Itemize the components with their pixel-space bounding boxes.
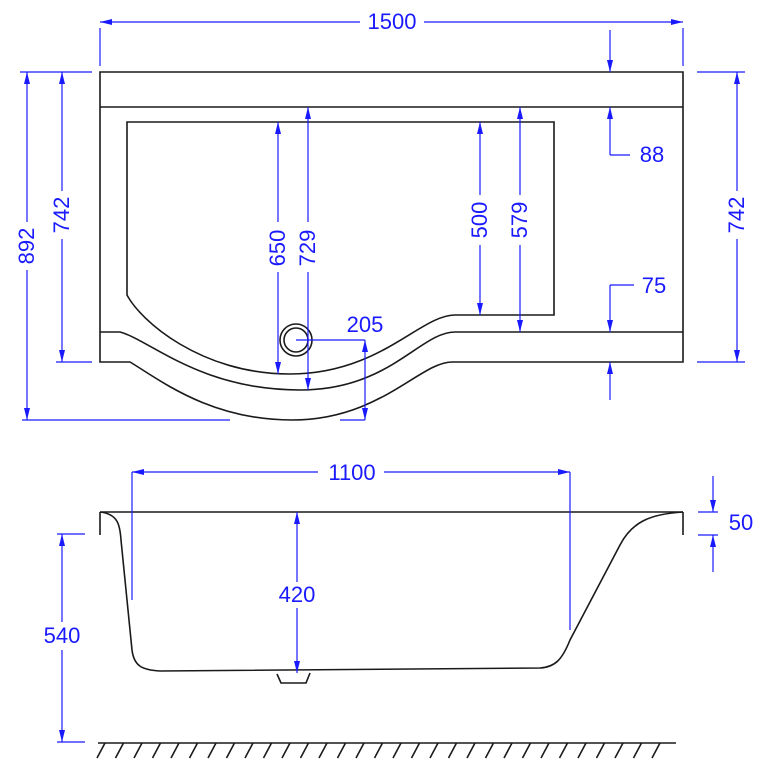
hatch-mark bbox=[244, 742, 254, 759]
svg-text:729: 729 bbox=[295, 230, 320, 267]
dim-inner-depth-curve: 729 bbox=[295, 107, 320, 390]
hatch-mark bbox=[373, 742, 384, 759]
svg-text:579: 579 bbox=[507, 202, 532, 239]
hatch-mark bbox=[151, 742, 162, 759]
hatch-mark bbox=[410, 742, 421, 759]
hatch-mark bbox=[114, 742, 125, 759]
hatch-mark bbox=[484, 742, 495, 759]
svg-text:742: 742 bbox=[724, 197, 749, 234]
dim-depth-left: 742 bbox=[49, 72, 92, 363]
dim-rim-front: 75 bbox=[607, 273, 666, 400]
hatch-mark bbox=[262, 742, 273, 759]
side-view-outline bbox=[99, 511, 684, 684]
svg-text:540: 540 bbox=[44, 623, 81, 648]
hatch-mark bbox=[96, 742, 106, 759]
dim-label: 1500 bbox=[368, 9, 417, 34]
svg-text:1100: 1100 bbox=[328, 460, 375, 485]
hatch-mark bbox=[225, 742, 236, 759]
dim-inner-height: 420 bbox=[270, 512, 324, 673]
svg-text:420: 420 bbox=[279, 582, 316, 607]
dim-inner-depth-straight: 579 bbox=[507, 107, 532, 332]
svg-text:88: 88 bbox=[640, 142, 664, 167]
dim-overall-width: 1500 bbox=[99, 9, 684, 66]
dim-depth-right: 742 bbox=[697, 71, 749, 363]
hatch-mark bbox=[281, 742, 291, 759]
hatch-mark bbox=[521, 742, 532, 759]
dim-rim-thickness: 50 bbox=[698, 476, 753, 572]
dim-basin-depth-straight: 500 bbox=[467, 122, 492, 315]
hatch-mark bbox=[318, 742, 328, 759]
hatch-mark bbox=[299, 742, 310, 759]
dim-total-height: 540 bbox=[36, 533, 90, 743]
hatch-mark bbox=[595, 742, 606, 759]
svg-text:892: 892 bbox=[14, 228, 39, 265]
hatch-mark bbox=[540, 742, 550, 759]
dim-basin-depth-curve: 650 bbox=[265, 122, 290, 374]
svg-text:75: 75 bbox=[642, 273, 666, 298]
svg-text:205: 205 bbox=[347, 312, 384, 337]
hatch-mark bbox=[447, 742, 458, 759]
dim-rim-top: 88 bbox=[607, 30, 664, 167]
hatch-mark bbox=[392, 742, 402, 759]
dim-bottom-length: 1100 bbox=[131, 460, 571, 630]
dim-drain-offset: 205 bbox=[296, 312, 383, 420]
hatch-mark bbox=[133, 742, 143, 759]
hatch-mark bbox=[170, 742, 180, 759]
hatch-mark bbox=[188, 742, 199, 759]
hatch-mark bbox=[614, 742, 624, 759]
hatch-mark bbox=[336, 742, 347, 759]
hatch-mark bbox=[577, 742, 587, 759]
svg-text:742: 742 bbox=[49, 197, 74, 234]
ground-hatch bbox=[96, 742, 676, 759]
svg-text:50: 50 bbox=[729, 510, 753, 535]
svg-text:500: 500 bbox=[467, 202, 492, 239]
hatch-mark bbox=[651, 742, 661, 759]
dim-overall-depth: 892 bbox=[14, 71, 365, 421]
svg-text:650: 650 bbox=[265, 230, 290, 267]
hatch-mark bbox=[429, 742, 439, 759]
hatch-mark bbox=[207, 742, 217, 759]
top-view-outline bbox=[99, 71, 684, 421]
hatch-mark bbox=[503, 742, 513, 759]
hatch-mark bbox=[466, 742, 476, 759]
hatch-mark bbox=[632, 742, 643, 759]
hatch-mark bbox=[355, 742, 365, 759]
hatch-mark bbox=[558, 742, 569, 759]
